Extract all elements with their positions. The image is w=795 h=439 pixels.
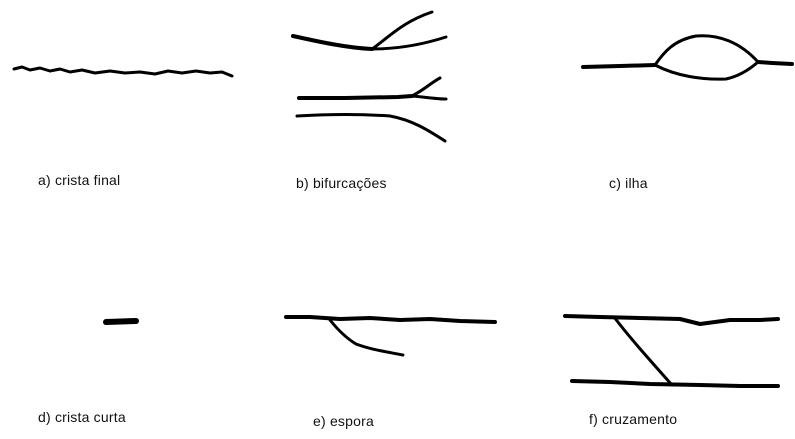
spur-drawing [286, 317, 495, 355]
ridge-ending-drawing [14, 67, 232, 76]
short-ridge-drawing [106, 321, 136, 322]
caption-b-bifurcations: b) bifurcações [296, 175, 387, 191]
crossover-drawing [565, 316, 778, 386]
caption-d-short-ridge: d) crista curta [38, 409, 126, 425]
bifurcation-drawing [293, 12, 446, 141]
caption-e-spur: e) espora [313, 413, 374, 429]
island-drawing [583, 36, 792, 79]
caption-a-ridge-ending: a) crista final [38, 172, 120, 188]
caption-c-island: c) ilha [609, 175, 648, 191]
caption-f-crossover: f) cruzamento [589, 411, 677, 427]
